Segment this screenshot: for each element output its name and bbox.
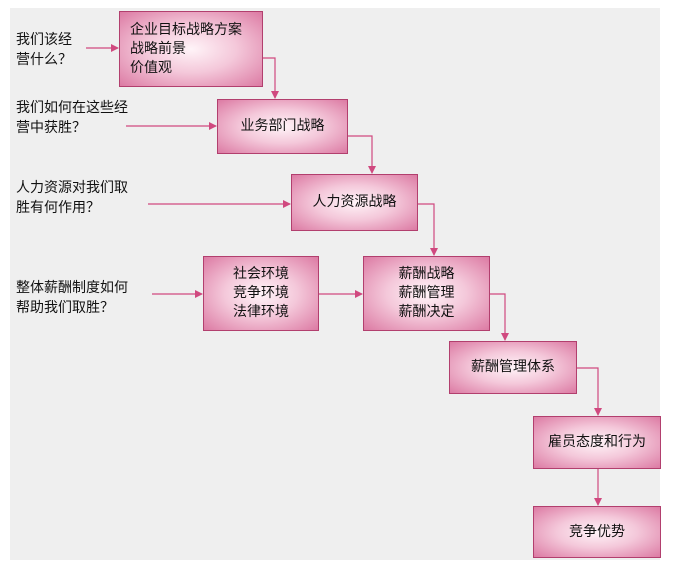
environment-line-3: 法律环境 [233,304,289,320]
pay-system-label: 薪酬管理体系 [471,359,555,375]
business-strategy-label: 业务部门战略 [240,118,325,134]
environment-line-1: 社会环境 [233,266,289,282]
pay-strategy-box: 薪酬战略 薪酬管理 薪酬决定 [363,256,490,331]
competitive-advantage-label: 竞争优势 [569,523,625,540]
hr-strategy-label: 人力资源战略 [312,194,397,210]
competitive-advantage-box: 竞争优势 [533,506,661,558]
environment-box: 社会环境 竞争环境 法律环境 [203,256,319,331]
business-strategy-box: 业务部门战略 [217,99,348,154]
corporate-strategy-line-1: 企业目标战略方案 [130,21,242,38]
pay-strategy-line-1: 薪酬战略 [398,266,455,282]
hr-strategy-box: 人力资源战略 [291,174,418,231]
pay-strategy-line-3: 薪酬决定 [398,304,455,320]
corporate-strategy-line-2: 战略前景 [130,40,186,57]
question-how-win: 我们如何在这些经 营中获胜？ [16,100,128,136]
environment-line-2: 竞争环境 [233,285,289,301]
question-pay-help: 整体薪酬制度如何 帮助我们取胜？ [16,280,128,316]
employee-behavior-label: 雇员态度和行为 [548,434,646,450]
corporate-strategy-line-3: 价值观 [130,59,172,76]
question-hr-role: 人力资源对我们取 胜有何作用？ [16,180,128,216]
pay-strategy-line-2: 薪酬管理 [398,285,455,301]
pay-system-box: 薪酬管理体系 [449,341,577,394]
employee-behavior-box: 雇员态度和行为 [533,416,661,469]
corporate-strategy-box: 企业目标战略方案 战略前景 价值观 [119,11,263,87]
question-what-business: 我们该经 营什么？ [16,32,72,68]
